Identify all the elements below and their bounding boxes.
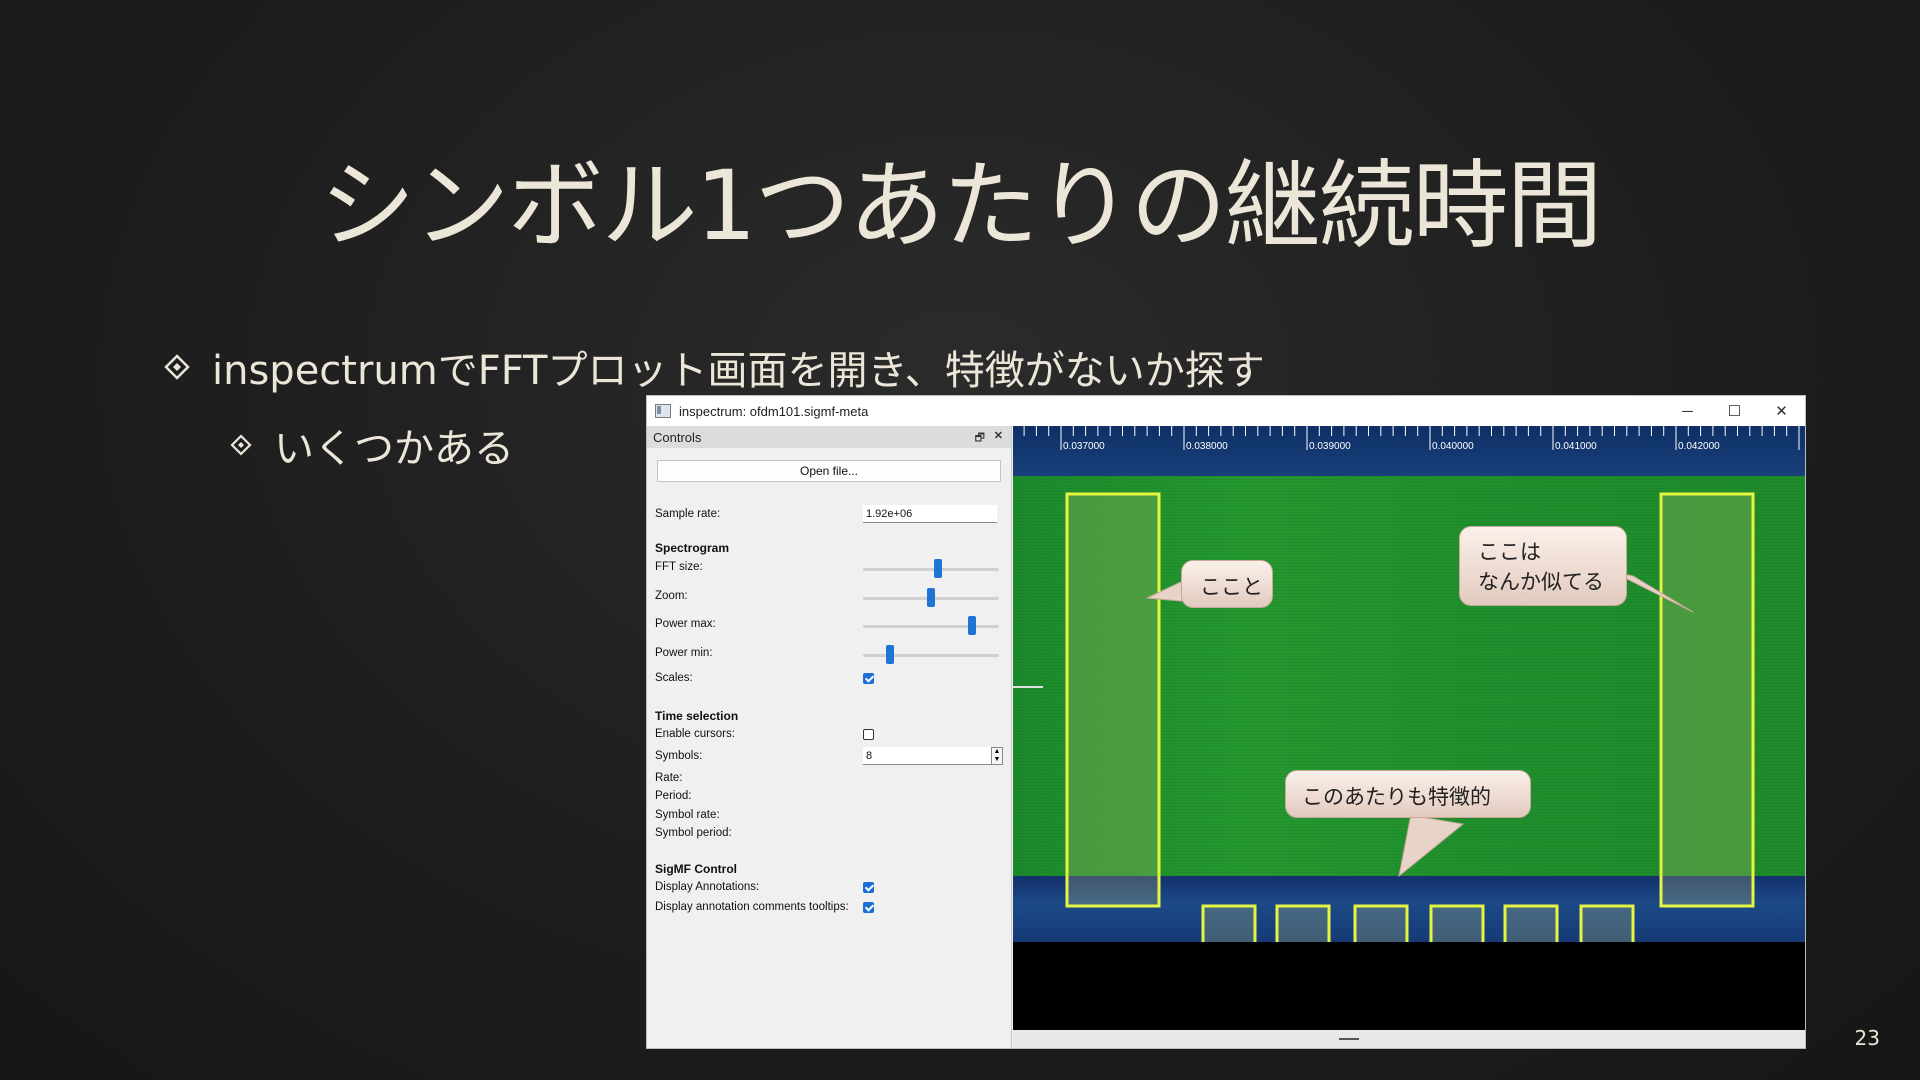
highlight-box-small	[1579, 904, 1635, 942]
slide-title: シンボル1つあたりの継続時間	[319, 150, 1602, 262]
app-icon	[655, 404, 671, 418]
callout-nanka-niteru: ここは なんか似てる	[1459, 526, 1627, 606]
time-selection-header: Time selection	[655, 709, 739, 723]
maximize-button[interactable]: ☐	[1727, 403, 1742, 420]
display-annotations-label: Display Annotations:	[655, 881, 760, 893]
open-file-button[interactable]: Open file...	[657, 460, 1001, 482]
window-title: inspectrum: ofdm101.sigmf-meta	[679, 403, 869, 419]
highlight-box-left	[1065, 492, 1161, 908]
highlight-box-small	[1275, 904, 1331, 942]
bullet-text: inspectrumでFFTプロット画面を開き、特徴がないか探す	[212, 348, 1265, 394]
zoom-label: Zoom:	[655, 590, 688, 602]
diamond-bullet-icon	[230, 434, 252, 456]
display-tooltips-checkbox[interactable]	[863, 902, 874, 913]
power-min-label: Power min:	[655, 647, 713, 659]
scale-tick-label: 0.042000	[1678, 441, 1720, 452]
enable-cursors-checkbox[interactable]	[863, 729, 874, 740]
horizontal-scrollbar[interactable]	[1013, 1030, 1805, 1048]
fft-size-slider[interactable]	[863, 559, 999, 578]
time-scale-bar: 0.037000 0.038000 0.039000 0.040000 0.041000…	[1013, 426, 1805, 476]
annotation-overlay	[1065, 492, 1755, 942]
fft-size-label: FFT size:	[655, 561, 703, 573]
power-min-slider[interactable]	[863, 645, 999, 664]
time-scale: 0.037000 0.038000 0.039000 0.040000 0.041000…	[1023, 426, 1800, 452]
spectrogram-noise-band	[1013, 876, 1805, 942]
callout-text: ここは なんか似てる	[1478, 540, 1604, 594]
display-annotations-checkbox[interactable]	[863, 882, 874, 893]
scrollbar-grip-icon[interactable]	[1339, 1038, 1359, 1040]
display-tooltips-label: Display annotation comments tooltips:	[655, 901, 849, 913]
period-label: Period:	[655, 790, 692, 802]
callout-text: このあたりも特徴的	[1302, 785, 1491, 809]
highlight-box-small	[1201, 904, 1257, 942]
close-panel-icon[interactable]: ✕	[993, 430, 1003, 442]
enable-cursors-label: Enable cursors:	[655, 728, 735, 740]
slider-handle[interactable]	[886, 645, 895, 664]
bullet-text: いくつかある	[274, 426, 514, 472]
scales-label: Scales:	[655, 672, 693, 684]
sample-rate-input[interactable]: 1.92e+06	[863, 505, 997, 523]
controls-title: Controls	[653, 429, 702, 445]
symbol-rate-label: Symbol rate:	[655, 809, 720, 821]
float-panel-icon[interactable]: 🗗	[974, 432, 985, 444]
cursor-marker	[1013, 686, 1043, 688]
zoom-slider[interactable]	[863, 588, 999, 607]
window-titlebar[interactable]: inspectrum: ofdm101.sigmf-meta ─ ☐ ✕	[647, 396, 1805, 426]
diamond-bullet-icon	[164, 354, 190, 380]
slider-handle[interactable]	[933, 559, 942, 578]
callout-tokuchoteki: このあたりも特徴的	[1285, 770, 1531, 818]
symbols-spinbox[interactable]: 8	[863, 747, 997, 765]
scale-tick-label: 0.039000	[1309, 441, 1351, 452]
scale-tick-label: 0.041000	[1555, 441, 1597, 452]
highlight-box-small	[1353, 904, 1409, 942]
symbol-period-label: Symbol period:	[655, 827, 732, 839]
scale-tick-label: 0.040000	[1432, 441, 1474, 452]
callout-pointer	[1398, 813, 1465, 878]
scale-tick-label: 0.038000	[1186, 441, 1228, 452]
spinbox-arrows-icon[interactable]: ▲▼	[991, 747, 1003, 765]
highlight-box-right	[1659, 492, 1755, 908]
spectrogram-empty-area	[1013, 942, 1805, 1030]
sigmf-control-header: SigMF Control	[655, 862, 737, 876]
inspectrum-window: inspectrum: ofdm101.sigmf-meta ─ ☐ ✕ Con…	[646, 395, 1806, 1049]
scale-tick-label: 0.037000	[1063, 441, 1105, 452]
sample-rate-label: Sample rate:	[655, 508, 721, 520]
spectrogram-header: Spectrogram	[655, 541, 730, 555]
bullet-level2: いくつかある	[230, 416, 514, 474]
bullet-level1: inspectrumでFFTプロット画面を開き、特徴がないか探す	[164, 338, 1265, 396]
power-max-slider[interactable]	[863, 616, 999, 635]
power-max-label: Power max:	[655, 618, 716, 630]
controls-header: Controls 🗗 ✕	[647, 426, 1011, 448]
page-number: 23	[1854, 1026, 1880, 1050]
highlight-box-small	[1429, 904, 1485, 942]
slider-handle[interactable]	[927, 588, 935, 607]
highlight-box-small	[1503, 904, 1559, 942]
minimize-button[interactable]: ─	[1682, 402, 1693, 420]
controls-panel: Controls 🗗 ✕ Open file... Sample rate: 1…	[647, 426, 1012, 1048]
rate-label: Rate:	[655, 772, 683, 784]
scales-checkbox[interactable]	[863, 673, 874, 684]
spectrogram-view[interactable]: 0.037000 0.038000 0.039000 0.040000 0.041000…	[1013, 426, 1805, 1048]
symbols-label: Symbols:	[655, 750, 703, 762]
close-button[interactable]: ✕	[1775, 403, 1788, 420]
slider-handle[interactable]	[967, 616, 976, 635]
callout-koko-to: ここと	[1181, 560, 1273, 608]
callout-text: ここと	[1200, 575, 1263, 599]
